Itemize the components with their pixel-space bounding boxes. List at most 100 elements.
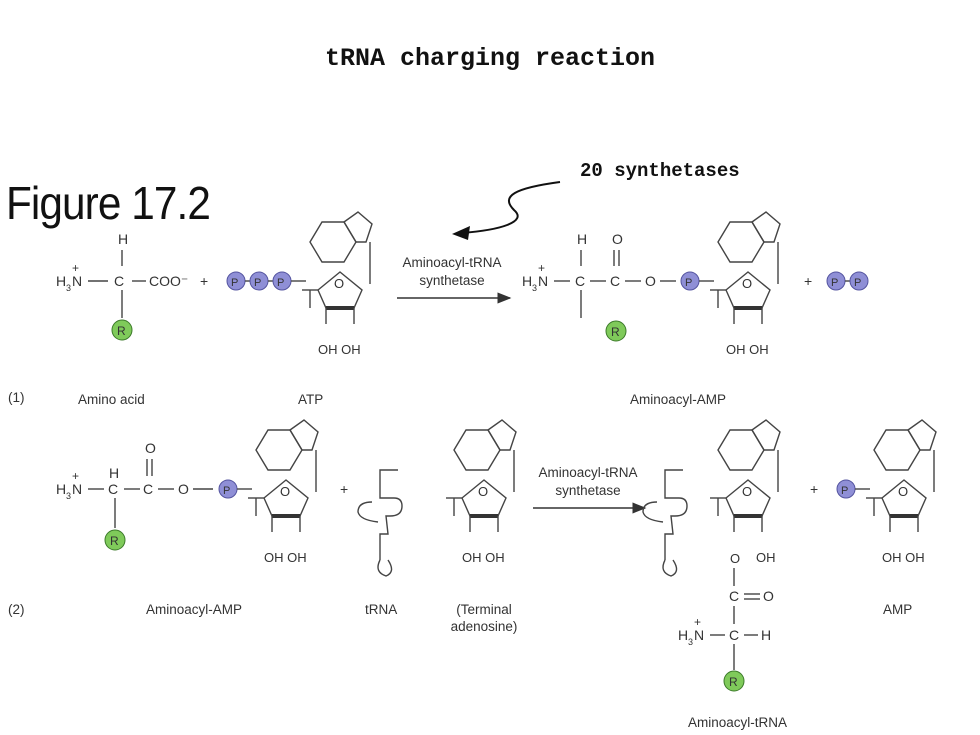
svg-text:O: O: [145, 440, 156, 456]
svg-text:P: P: [223, 485, 230, 497]
svg-text:O: O: [645, 273, 656, 289]
svg-text:P: P: [277, 277, 284, 289]
svg-text:O: O: [742, 276, 752, 291]
svg-text:R: R: [611, 325, 620, 339]
svg-text:+: +: [538, 261, 545, 275]
trna-label: tRNA: [365, 602, 398, 617]
svg-text:OH OH: OH OH: [882, 550, 925, 565]
r-group-icon: [723, 670, 745, 692]
svg-text:P: P: [831, 277, 838, 289]
svg-text:C: C: [108, 481, 118, 497]
terminal-adenosine-line1: (Terminal: [456, 602, 512, 617]
svg-text:+: +: [694, 615, 701, 629]
svg-text:R: R: [110, 534, 119, 548]
r-group-icon: [605, 320, 627, 342]
svg-text:O: O: [178, 481, 189, 497]
svg-text:P: P: [685, 277, 692, 289]
svg-text:H: H: [678, 627, 688, 643]
trna-shape: [357, 469, 403, 577]
svg-text:+: +: [200, 273, 208, 289]
aminoacyl-trna-nucleoside: O OH: [708, 418, 782, 565]
reaction1-enzyme-line1: Aminoacyl-tRNA: [402, 255, 502, 270]
svg-text:C: C: [114, 273, 124, 289]
figure-label: Figure 17.2: [6, 177, 211, 229]
svg-text:O: O: [730, 551, 740, 566]
svg-text:OH OH: OH OH: [318, 342, 361, 357]
aminoacyl-trna-trna-shape: [642, 469, 688, 577]
aminoacyl-amp-label-2: Aminoacyl-AMP: [146, 602, 243, 617]
svg-text:OH OH: OH OH: [264, 550, 307, 565]
svg-text:OH OH: OH OH: [726, 342, 769, 357]
amp-label: AMP: [883, 602, 913, 617]
svg-text:3: 3: [66, 491, 71, 501]
svg-text:OH: OH: [756, 550, 776, 565]
svg-text:C: C: [610, 273, 620, 289]
synthetases-annotation: 20 synthetases: [580, 160, 740, 182]
r-group-icon: [104, 529, 126, 551]
page-title: tRNA charging reaction: [324, 44, 656, 73]
aminoacyl-trna-label: Aminoacyl-tRNA: [688, 715, 788, 730]
svg-text:R: R: [729, 675, 738, 689]
svg-text:N: N: [694, 627, 704, 643]
svg-text:+: +: [804, 273, 812, 289]
aminoacyl-amp-nucleoside-1: O OH OH: [708, 210, 782, 357]
svg-text:COO⁻: COO⁻: [149, 273, 188, 289]
svg-text:H: H: [761, 627, 771, 643]
phosphate-icon: [849, 271, 869, 291]
amp-nucleoside: O OH OH: [864, 418, 938, 565]
svg-text:3: 3: [66, 283, 71, 293]
reaction2-step-number: (2): [8, 602, 25, 617]
svg-text:H: H: [109, 465, 119, 481]
amino-acid-label: Amino acid: [78, 392, 145, 407]
terminal-adenosine-line2: adenosine): [450, 619, 518, 634]
reaction2-enzyme-line2: synthetase: [555, 483, 621, 498]
svg-text:3: 3: [688, 637, 693, 647]
svg-text:P: P: [841, 485, 848, 497]
svg-text:H: H: [56, 273, 66, 289]
svg-text:+: +: [72, 469, 79, 483]
r-group-icon: [111, 319, 133, 341]
svg-text:N: N: [72, 273, 82, 289]
svg-text:C: C: [729, 588, 739, 604]
svg-text:H: H: [56, 481, 66, 497]
svg-text:O: O: [478, 484, 488, 499]
atp-label: ATP: [298, 392, 324, 407]
svg-text:P: P: [254, 277, 261, 289]
svg-text:C: C: [143, 481, 153, 497]
reaction1-enzyme-line2: synthetase: [419, 273, 485, 288]
svg-text:+: +: [340, 481, 348, 497]
reaction1-step-number: (1): [8, 390, 25, 405]
aminoacyl-amp-nucleoside-2: O OH OH: [246, 418, 320, 565]
svg-text:N: N: [72, 481, 82, 497]
svg-text:O: O: [898, 484, 908, 499]
svg-text:+: +: [72, 261, 79, 275]
svg-text:O: O: [763, 588, 774, 604]
reaction2-enzyme-line1: Aminoacyl-tRNA: [538, 465, 638, 480]
amp-structure: P: [836, 479, 870, 499]
svg-text:H: H: [577, 231, 587, 247]
aminoacyl-amp-label-1: Aminoacyl-AMP: [630, 392, 727, 407]
trna-terminal-adenosine: O OH OH: [444, 418, 518, 565]
svg-text:O: O: [612, 231, 623, 247]
annotation-arrowhead: [452, 226, 470, 240]
svg-text:H: H: [522, 273, 532, 289]
svg-text:P: P: [231, 277, 238, 289]
svg-text:3: 3: [532, 283, 537, 293]
atp-nucleoside: O OH OH: [300, 210, 374, 357]
svg-text:+: +: [810, 481, 818, 497]
svg-text:O: O: [280, 484, 290, 499]
svg-text:O: O: [334, 276, 344, 291]
svg-text:C: C: [729, 627, 739, 643]
svg-text:OH OH: OH OH: [462, 550, 505, 565]
annotation-arrow: [461, 181, 561, 234]
svg-text:R: R: [117, 324, 126, 338]
svg-text:P: P: [854, 277, 861, 289]
svg-text:O: O: [742, 484, 752, 499]
